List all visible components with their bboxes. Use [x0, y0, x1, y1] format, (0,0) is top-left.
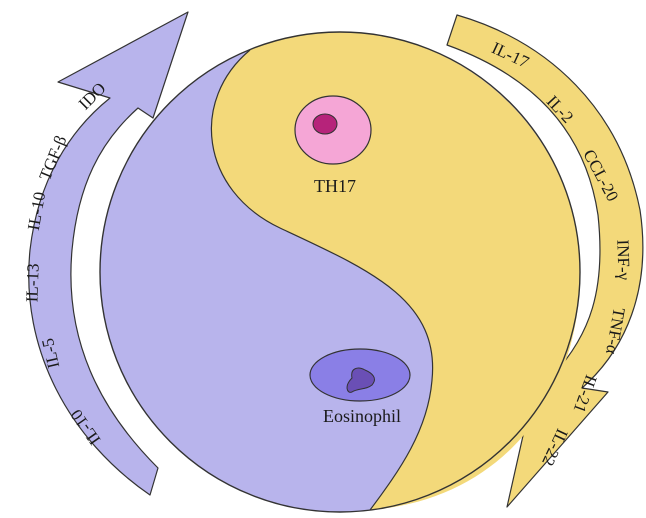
eosinophil-cell — [309, 348, 411, 402]
th17-nucleus — [312, 113, 338, 135]
left-arrow — [28, 11, 189, 496]
eosinophil-label: Eosinophil — [323, 406, 401, 426]
th17-label: TH17 — [314, 176, 356, 196]
left-cytokine: IL-13 — [22, 263, 42, 302]
right-cytokine: INF-γ — [613, 239, 633, 281]
eosinophil-nucleus — [346, 367, 375, 393]
th17-cell — [294, 95, 372, 165]
right-arrow — [446, 14, 644, 508]
